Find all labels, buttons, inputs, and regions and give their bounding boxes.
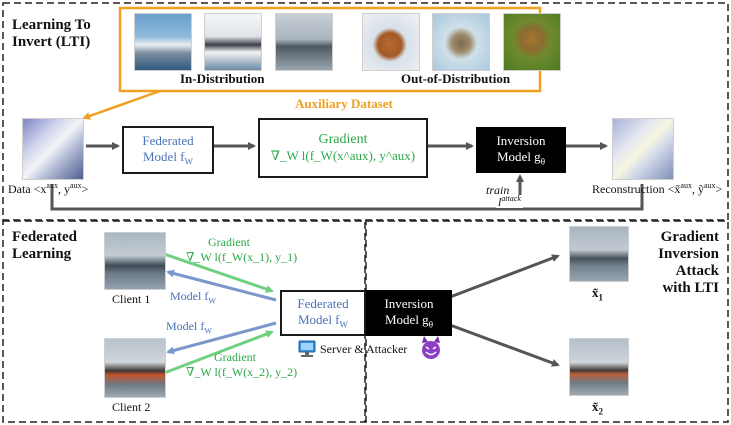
gradient1-label: Gradient	[208, 235, 250, 249]
gradient2-label: Gradient	[214, 350, 256, 364]
attack-loss-text: l	[498, 195, 502, 209]
model2-label-sub: W	[204, 326, 212, 336]
gradient2-arrow	[163, 330, 274, 375]
fl-federated-sub: W	[339, 319, 349, 330]
output1-arrow	[449, 254, 560, 299]
data-label-mid: , y	[57, 182, 70, 196]
fl-federated-model-box: Federated Model fW	[280, 290, 366, 336]
data-image-sailboat	[22, 118, 84, 180]
attack-loss-sup: attack	[501, 194, 521, 203]
gradient1-arrow	[163, 252, 274, 293]
thumb-bird	[432, 13, 490, 71]
fl-federated-line2: Model f	[297, 312, 340, 328]
fl-inversion-line2: Model g	[384, 312, 429, 328]
reconstruction-label: Reconstruction <x̃aux, ỹaux>	[592, 181, 723, 196]
output1-label-text: x̃	[592, 285, 599, 300]
lti-federated-model-box: Federated Model fW	[122, 126, 214, 174]
lti-title-line2: Invert (LTI)	[12, 34, 91, 50]
reconstruction-image	[612, 118, 674, 180]
output2-label-sub: 2	[598, 406, 604, 417]
model2-label-text: Model f	[166, 319, 205, 333]
output2-label: x̃2	[592, 400, 603, 417]
gia-title-line4: with LTI	[662, 280, 719, 296]
model1-label-text: Model f	[170, 289, 209, 303]
devil-icon	[422, 336, 440, 359]
output1-label-sub: 1	[598, 292, 604, 303]
data-label-sup1: aux	[46, 181, 58, 190]
model2-label: Model fW	[166, 320, 212, 335]
output2-arrow	[449, 323, 560, 367]
thumb-horse	[362, 13, 420, 71]
train-label: train	[486, 183, 510, 197]
gradient1-expr: ∇_W l(f_W(x_1), y_1)	[186, 250, 298, 264]
model1-label-sub: W	[208, 296, 216, 306]
auxiliary-dataset-label: Auxiliary Dataset	[295, 96, 393, 111]
fl-federated-line1: Federated	[297, 296, 349, 312]
reconstruction-end: >	[715, 182, 723, 196]
model1-label: Model fW	[170, 290, 216, 305]
in-distribution-label: In-Distribution	[180, 71, 265, 86]
reconstruction-text: Reconstruction <x̃	[592, 182, 681, 196]
client2-label: Client 2	[112, 400, 151, 414]
fl-inversion-sub: θ	[428, 319, 433, 330]
reconstruction-sup2: aux	[703, 181, 716, 190]
lti-federated-sub: W	[184, 156, 194, 167]
fl-inversion-line1: Inversion	[384, 296, 434, 312]
client1-image	[104, 232, 166, 290]
attack-loss-label: lattack	[496, 195, 523, 208]
data-label-text: Data <x	[8, 182, 47, 196]
attack-loss-path	[50, 184, 644, 211]
fl-inversion-model-box: Inversion Model gθ	[366, 290, 452, 336]
lti-federated-line2: Model f	[142, 149, 185, 165]
client1-label: Client 1	[112, 292, 151, 306]
reconstruction-sup1: aux	[680, 181, 692, 190]
lti-federated-line1: Federated	[142, 133, 194, 149]
lti-gradient-expr: ∇_W l(f_W(x^aux), y^aux)	[270, 148, 416, 163]
output2-label-text: x̃	[592, 399, 599, 414]
server-attacker-label: Server & Attacker	[320, 342, 408, 356]
out-of-distribution-label: Out-of-Distribution	[401, 71, 511, 86]
model1-arrow	[166, 269, 277, 302]
gradient2-expr: ∇_W l(f_W(x_2), y_2)	[186, 365, 298, 379]
thumb-ship-cruise	[134, 13, 192, 71]
output2-image	[569, 338, 629, 396]
model2-arrow	[166, 321, 277, 355]
output1-label: x̃1	[592, 286, 603, 303]
monitor-icon	[298, 340, 316, 357]
lti-inversion-line2: Model g	[496, 149, 541, 165]
lti-inversion-sub: θ	[540, 156, 545, 167]
gia-title-line2: Inversion	[658, 246, 719, 262]
lti-section-border	[2, 2, 729, 221]
lti-inversion-line1: Inversion	[496, 133, 546, 149]
thumb-dog	[503, 13, 561, 71]
lti-inversion-model-box: Inversion Model gθ	[476, 127, 566, 173]
fl-title-line2: Learning	[12, 246, 72, 262]
lti-gradient-box: Gradient ∇_W l(f_W(x^aux), y^aux)	[258, 118, 428, 178]
thumb-ship-speedboat	[204, 13, 262, 71]
thumb-ship-gray	[275, 13, 333, 71]
reconstruction-mid: , ỹ	[691, 182, 704, 196]
data-label: Data <xaux, yaux>	[8, 181, 89, 196]
fl-title-line1: Federated	[12, 229, 77, 245]
data-label-sup2: aux	[69, 181, 82, 190]
client2-image	[104, 338, 166, 398]
output1-image	[569, 226, 629, 282]
lti-gradient-line1: Gradient	[318, 132, 368, 147]
lti-title-line1: Learning To	[12, 17, 91, 33]
auxiliary-to-data-arrow	[82, 89, 161, 120]
data-label-end: >	[81, 182, 89, 196]
gia-title-line1: Gradient	[660, 229, 719, 245]
gia-title-line3: Attack	[675, 263, 719, 279]
